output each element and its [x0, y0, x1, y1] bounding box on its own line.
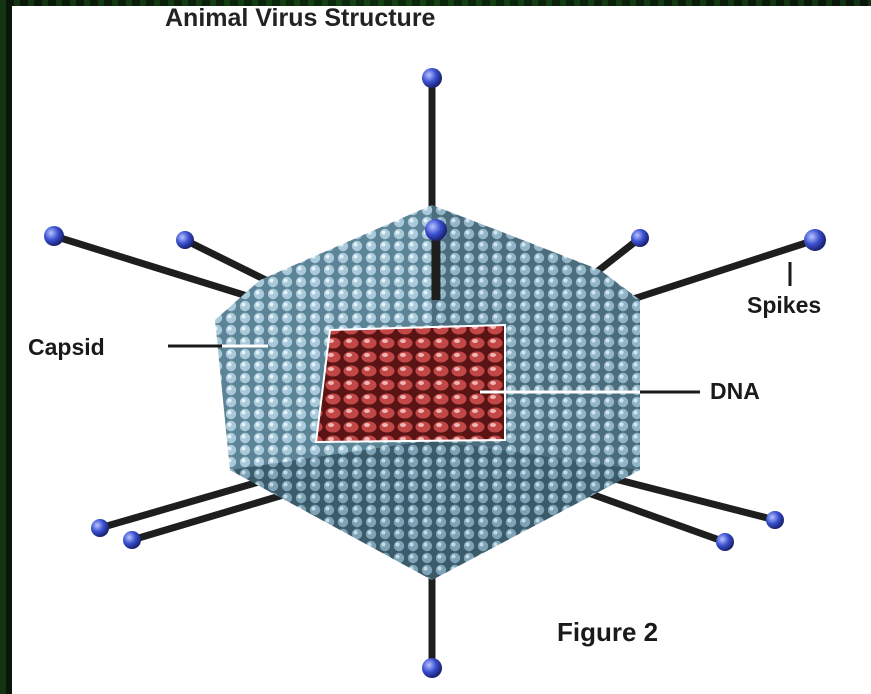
dna-label: DNA: [710, 378, 760, 405]
dna-core: [316, 325, 505, 442]
capsid-label: Capsid: [28, 334, 105, 361]
diagram-title: Animal Virus Structure: [165, 4, 435, 33]
figure-caption: Figure 2: [557, 617, 658, 648]
spikes-label: Spikes: [747, 292, 821, 319]
